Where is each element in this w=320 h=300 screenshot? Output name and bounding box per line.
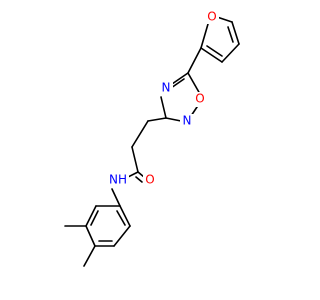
bond bbox=[85, 225, 96, 247]
atom-label: O bbox=[195, 92, 204, 106]
bond bbox=[111, 188, 121, 207]
atom-label: NH bbox=[109, 173, 127, 187]
bond bbox=[90, 210, 99, 226]
bond bbox=[187, 72, 201, 95]
bond bbox=[221, 43, 240, 63]
atom-label: N bbox=[183, 114, 192, 128]
atom-label: O bbox=[145, 173, 154, 187]
bond bbox=[216, 16, 233, 23]
bond bbox=[170, 78, 185, 89]
bond bbox=[165, 117, 182, 122]
atom-oxadiazole-nitrogen-bottom: N bbox=[180, 114, 194, 129]
bond bbox=[171, 72, 189, 85]
bond bbox=[116, 210, 126, 226]
bond bbox=[83, 245, 96, 267]
bond bbox=[135, 176, 143, 183]
atom-amide-nitrogen: NH bbox=[107, 173, 129, 188]
bond bbox=[131, 120, 149, 148]
bond bbox=[200, 47, 223, 63]
bond bbox=[147, 117, 167, 122]
bond bbox=[187, 47, 202, 74]
atom-label: N bbox=[162, 81, 171, 95]
atom-furan-oxygen: O bbox=[205, 9, 219, 24]
bond bbox=[206, 45, 223, 57]
molecule-structure: O N O N O NH bbox=[64, 9, 240, 267]
bond bbox=[200, 23, 209, 49]
bond bbox=[160, 96, 167, 119]
atom-label-layer: O N O N O NH bbox=[107, 9, 219, 188]
bond bbox=[231, 21, 240, 45]
bond bbox=[85, 205, 97, 227]
bond bbox=[227, 26, 234, 43]
bond bbox=[119, 205, 131, 227]
bond-layer bbox=[64, 16, 240, 267]
atom-oxadiazole-oxygen: O bbox=[193, 92, 207, 107]
bond bbox=[113, 225, 131, 247]
atom-amide-oxygen: O bbox=[143, 172, 157, 187]
atom-oxadiazole-nitrogen-top: N bbox=[159, 81, 173, 96]
atom-label: O bbox=[207, 10, 216, 24]
bond bbox=[131, 146, 139, 173]
